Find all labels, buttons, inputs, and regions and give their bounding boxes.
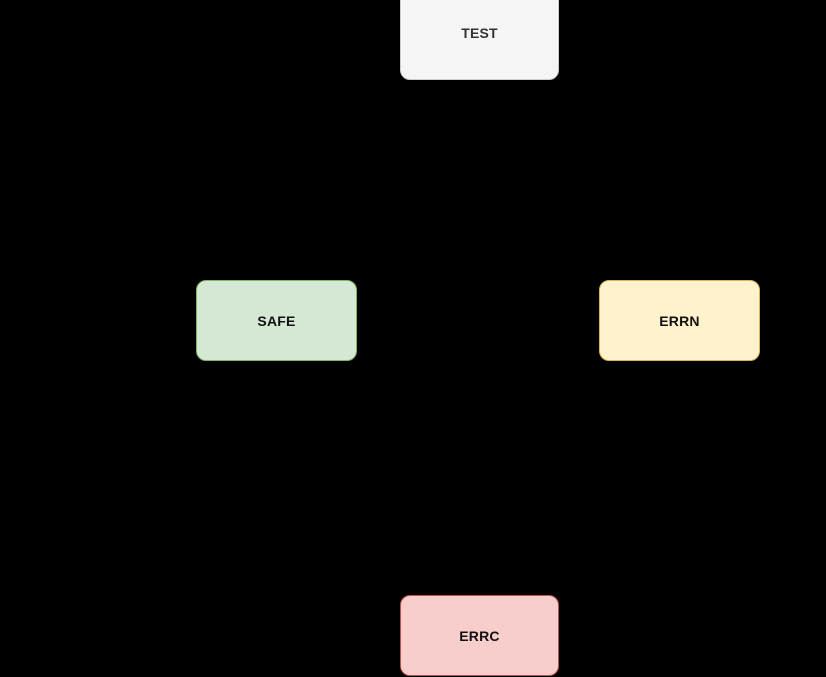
node-errn-label: ERRN <box>659 312 700 329</box>
node-test-label: TEST <box>461 24 498 41</box>
node-safe-label: SAFE <box>257 312 296 329</box>
node-errc[interactable]: ERRC <box>400 595 559 676</box>
node-errn[interactable]: ERRN <box>599 280 760 361</box>
node-errc-label: ERRC <box>459 627 500 644</box>
node-test[interactable]: TEST <box>400 0 559 80</box>
node-safe[interactable]: SAFE <box>196 280 357 361</box>
